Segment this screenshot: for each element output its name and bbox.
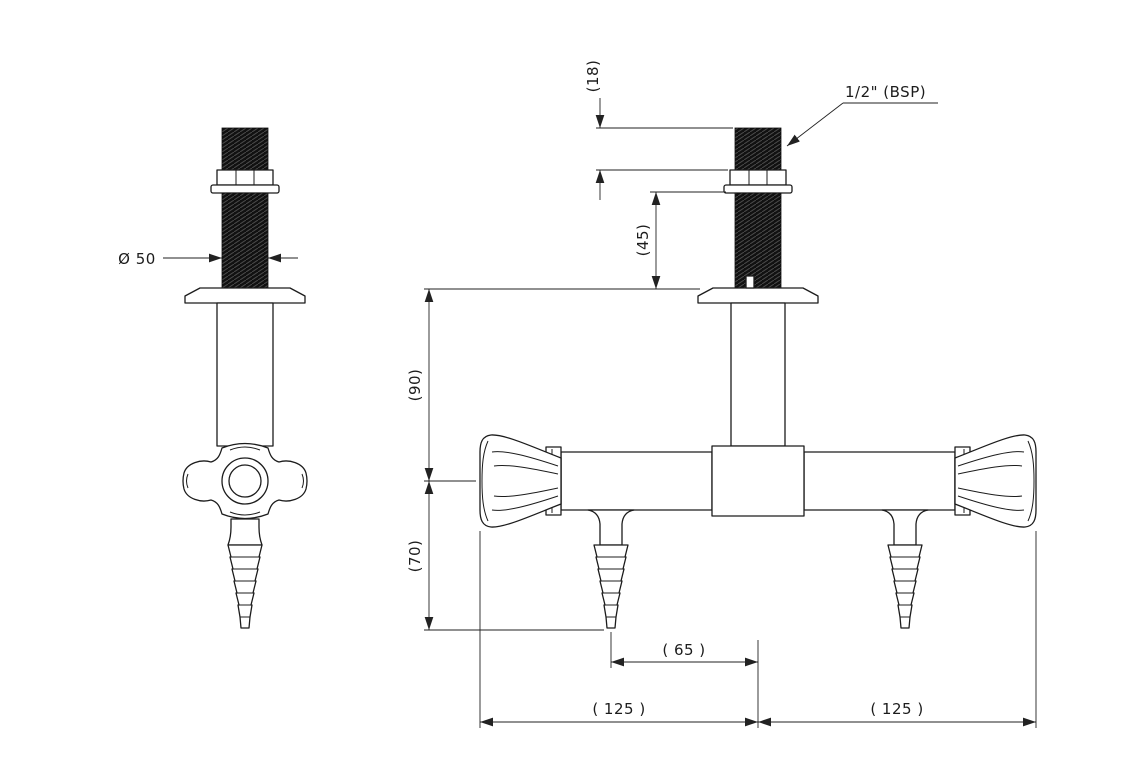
dim-125-right-label: ( 125 ) xyxy=(870,700,923,718)
front-view xyxy=(479,127,1037,629)
front-nut xyxy=(729,169,787,186)
dimension-18: (18) xyxy=(584,60,733,200)
right-hose-barb xyxy=(887,544,923,629)
dim-125-left-label: ( 125 ) xyxy=(592,700,645,718)
front-washer xyxy=(723,184,793,194)
left-barb-mount xyxy=(587,509,635,546)
dim-70-label: (70) xyxy=(406,540,424,573)
dim-65-label: ( 65 ) xyxy=(662,641,705,659)
right-tube xyxy=(803,451,956,511)
right-handwheel xyxy=(954,434,1037,528)
front-flange xyxy=(697,287,819,304)
side-thread-top xyxy=(221,127,269,171)
dimension-125-left: ( 125 ) xyxy=(479,531,758,728)
dimensions: (18) (45) (90) (70) ( 65 ) xyxy=(406,60,1037,728)
thread-label: 1/2" (BSP) xyxy=(845,83,926,101)
front-thread-top xyxy=(734,127,782,171)
side-body-column xyxy=(216,302,274,447)
side-neck xyxy=(227,518,263,546)
left-handwheel xyxy=(479,434,562,528)
side-hose-barb xyxy=(227,544,263,629)
dimension-diameter: Ø 50 xyxy=(118,250,298,268)
front-body-column xyxy=(730,302,786,447)
side-thread-bottom xyxy=(221,192,269,289)
dimension-65: ( 65 ) xyxy=(610,632,759,728)
dimension-70: (70) xyxy=(406,481,604,631)
dim-diameter-label: Ø 50 xyxy=(118,250,156,268)
dimension-90: (90) xyxy=(406,289,476,482)
side-nut xyxy=(216,169,274,186)
side-washer xyxy=(210,184,280,194)
left-hose-barb xyxy=(593,544,629,629)
side-handwheel xyxy=(182,442,308,520)
side-flange xyxy=(184,287,306,304)
dim-90-label: (90) xyxy=(406,369,424,402)
dimension-45: (45) xyxy=(424,191,726,290)
handwheel-hub-inner xyxy=(228,464,262,498)
center-block xyxy=(711,445,805,517)
dimension-125-right: ( 125 ) xyxy=(758,531,1037,728)
dim-45-label: (45) xyxy=(634,224,652,257)
right-barb-mount xyxy=(881,509,929,546)
left-tube xyxy=(560,451,713,511)
front-thread-bottom xyxy=(734,192,782,289)
side-view: Ø 50 xyxy=(118,127,308,629)
bleed-screw xyxy=(745,275,755,289)
thread-callout: 1/2" (BSP) xyxy=(786,83,938,147)
dim-18-label: (18) xyxy=(584,60,602,93)
